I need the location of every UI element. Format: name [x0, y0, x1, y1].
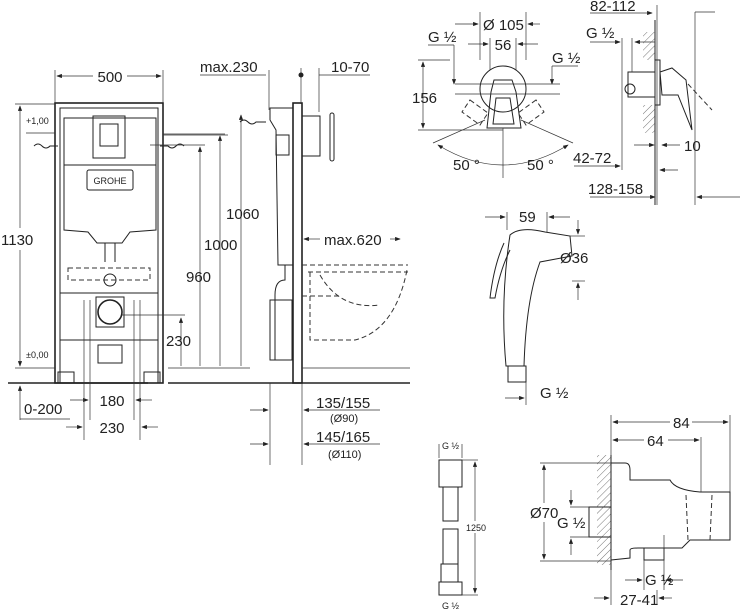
diameter-110-label: (Ø110): [328, 449, 361, 461]
side-view-dimensions: max.230 10-70 max.620 135/155 (Ø90) 145/…: [200, 59, 401, 465]
range-10-70-label: 10-70: [331, 59, 369, 76]
elbow-outlet-thread-label: G ½: [645, 572, 674, 589]
hose-length-label: 1250: [466, 523, 486, 533]
diameter-90-label: (Ø90): [330, 413, 358, 425]
max-230-label: max.230: [200, 59, 258, 76]
front-view-frame: GROHE: [8, 102, 410, 384]
width-180-label: 180: [99, 393, 124, 410]
mixer-front-view: Ø 105 56 G ½ G ½ 156 50 ° 50 °: [412, 12, 581, 178]
diameter-36-label: Ø36: [560, 250, 588, 267]
depth-135-155-label: 135/155: [316, 395, 370, 412]
max-620-label: max.620: [324, 232, 382, 249]
offset-0-200-label: 0-200: [24, 401, 62, 418]
width-84-label: 84: [673, 415, 690, 432]
height-1060-label: 1060: [226, 206, 259, 223]
width-230-label: 230: [99, 420, 124, 437]
level-floor-label: ±0,00: [26, 350, 48, 360]
depth-145-165-label: 145/165: [316, 429, 370, 446]
width-56-label: 56: [495, 37, 512, 54]
hose-thread-top-label: G ½: [442, 441, 460, 451]
front-view-dimensions: 500 1130 +1,00 ±0,00 1060 1000 960 230 0…: [1, 69, 259, 440]
side-view-frame: [239, 102, 410, 384]
height-230-label: 230: [166, 333, 191, 350]
thread-right-label: G ½: [552, 50, 581, 67]
angle-right-label: 50 °: [527, 157, 554, 174]
depth-10-label: 10: [684, 138, 701, 155]
height-156-label: 156: [412, 90, 437, 107]
height-1130-label: 1130: [1, 232, 33, 249]
elbow-inlet-thread-label: G ½: [557, 515, 586, 532]
grohe-logo: GROHE: [93, 176, 126, 186]
range-42-72-label: 42-72: [573, 150, 611, 167]
hand-shower-thread-label: G ½: [540, 385, 569, 402]
mixer-side-view: 82-112 G ½ 10 42-72 128-158: [573, 0, 740, 205]
width-59-label: 59: [519, 209, 536, 226]
angle-left-label: 50 °: [453, 157, 480, 174]
height-1000-label: 1000: [204, 237, 237, 254]
level-top-label: +1,00: [26, 116, 49, 126]
range-27-41-label: 27-41: [620, 592, 658, 609]
wall-elbow: 84 64 Ø70 G ½ G ½ 27-41: [530, 415, 731, 609]
thread-left-label: G ½: [428, 29, 457, 46]
width-500-label: 500: [97, 69, 122, 86]
range-128-158-label: 128-158: [588, 181, 643, 198]
mixer-side-thread-label: G ½: [586, 25, 615, 42]
diameter-70-label: Ø70: [530, 505, 558, 522]
diameter-105-label: Ø 105: [483, 17, 524, 34]
hand-shower: 59 Ø36 G ½: [485, 209, 588, 405]
shower-hose: G ½ 1250 G ½: [438, 441, 486, 611]
hose-thread-bottom-label: G ½: [442, 601, 460, 611]
height-960-label: 960: [186, 269, 211, 286]
range-82-112-label: 82-112: [590, 0, 636, 15]
width-64-label: 64: [647, 433, 664, 450]
